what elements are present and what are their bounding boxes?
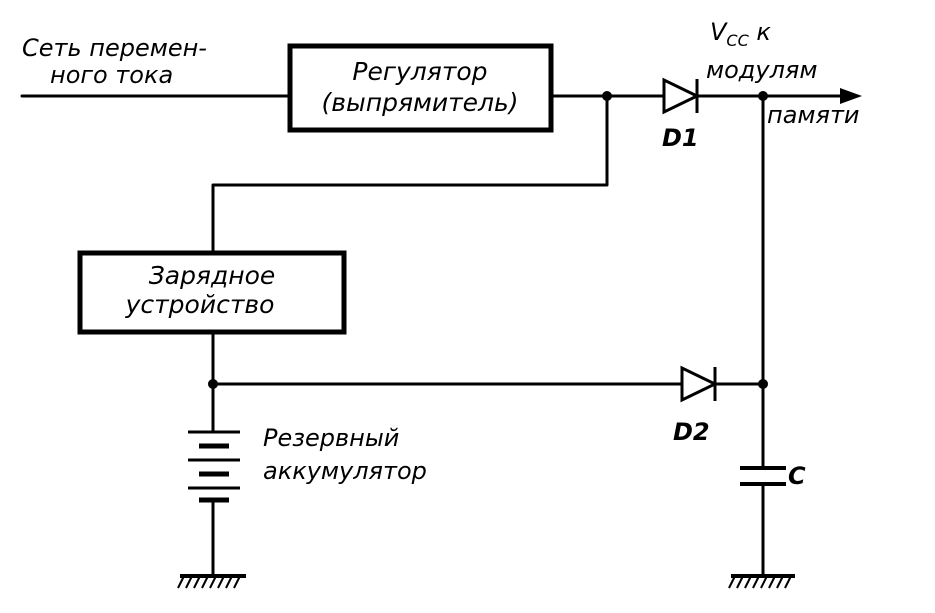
ac-input-label-line1: Сеть перемен- (22, 34, 207, 62)
vcc-label-line2: модулям (706, 56, 817, 84)
diode-d2 (680, 365, 719, 403)
battery-icon (188, 430, 240, 503)
regulator-label-line1: Регулятор (352, 57, 487, 86)
ground-icon (177, 574, 246, 589)
battery-label-line2: аккумулятор (263, 457, 427, 485)
charger-feed-wire (211, 94, 609, 255)
capacitor-icon (740, 466, 786, 486)
battery-label-line1: Резервный (263, 424, 399, 452)
regulator-label-line2: (выпрямитель) (322, 88, 519, 117)
charger-label-line1: Зарядное (149, 261, 276, 290)
d2-label: D2 (673, 418, 710, 446)
d1-label: D1 (662, 124, 699, 152)
regulator-box (287, 43, 554, 133)
ground-icon (728, 574, 795, 589)
charger-label-line2: устройство (125, 290, 275, 319)
junction-dot (758, 379, 768, 389)
vcc-arrow-icon (840, 88, 862, 104)
vcc-label-line1: VCC к (710, 18, 771, 50)
diode-d1 (662, 77, 701, 115)
vcc-label-line3: памяти (767, 101, 860, 129)
capacitor-label: C (788, 462, 806, 490)
ac-input-label-line2: ного тока (50, 61, 173, 89)
